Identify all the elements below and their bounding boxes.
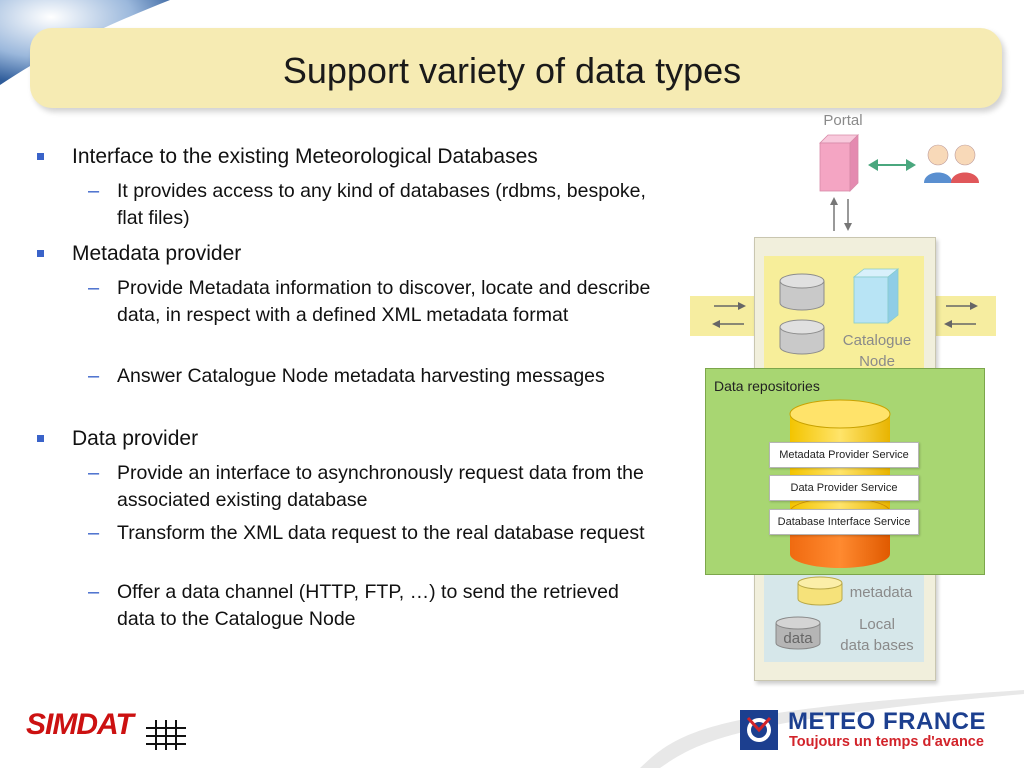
catalogue-database-icon bbox=[779, 273, 825, 355]
right-band bbox=[933, 296, 996, 336]
dash-marker: – bbox=[88, 365, 100, 387]
catalogue-label-line: Catalogue bbox=[842, 332, 912, 349]
grid-logo-icon bbox=[146, 720, 186, 750]
local-databases-label: Local data bases bbox=[832, 614, 922, 656]
sub-bullet-text: Offer a data channel (HTTP, FTP, …) to s… bbox=[117, 581, 619, 630]
databases-label-line: data bases bbox=[840, 637, 914, 654]
corner-decoration bbox=[0, 0, 170, 85]
portal-cube-icon bbox=[819, 134, 859, 192]
metadata-provider-service-box: Metadata Provider Service bbox=[769, 442, 919, 468]
diagram-graphics bbox=[712, 134, 979, 650]
users-icon bbox=[924, 144, 979, 183]
bullet-marker bbox=[37, 250, 44, 257]
portal-user-arrow-icon bbox=[868, 159, 916, 171]
bullet-marker bbox=[37, 435, 44, 442]
sub-bullet-text: It provides access to any kind of databa… bbox=[117, 180, 646, 229]
catalogue-node-label: Catalogue Node bbox=[832, 330, 922, 372]
node-label-line: Node bbox=[859, 353, 895, 370]
title-band bbox=[30, 28, 1002, 108]
data-label: data bbox=[783, 630, 813, 647]
dash-marker: – bbox=[88, 581, 100, 603]
right-exchange-arrows-icon bbox=[944, 302, 978, 328]
dash-marker: – bbox=[88, 277, 100, 299]
sub-bullet-text: Provide Metadata information to discover… bbox=[117, 277, 651, 326]
footer-swoosh bbox=[640, 690, 1024, 768]
meteo-france-tagline: Toujours un temps d'avance bbox=[789, 734, 984, 750]
sub-bullet-text: Transform the XML data request to the re… bbox=[117, 522, 645, 544]
metadata-database-icon bbox=[797, 576, 843, 606]
bullet-marker bbox=[37, 153, 44, 160]
left-band bbox=[690, 296, 756, 336]
meteo-france-emblem-icon bbox=[740, 710, 778, 750]
data-repositories-label: Data repositories bbox=[714, 378, 820, 394]
data-database-icon bbox=[775, 616, 821, 650]
local-label-line: Local bbox=[859, 616, 895, 633]
portal-node-arrows-icon bbox=[830, 197, 852, 231]
meteo-france-name: METEO FRANCE bbox=[788, 708, 986, 735]
dash-marker: – bbox=[88, 462, 100, 484]
slide-title: Support variety of data types bbox=[282, 50, 742, 91]
dash-marker: – bbox=[88, 180, 100, 202]
portal-label: Portal bbox=[823, 112, 863, 129]
sub-bullet-text: Provide an interface to asynchronously r… bbox=[117, 462, 644, 511]
catalogue-cube-icon bbox=[852, 268, 900, 324]
left-exchange-arrows-icon bbox=[712, 302, 746, 328]
bullet-text: Data provider bbox=[72, 427, 199, 450]
bullet-text: Interface to the existing Meteorological… bbox=[72, 145, 538, 168]
simdat-logo: SIMDAT bbox=[26, 708, 134, 741]
data-provider-service-box: Data Provider Service bbox=[769, 475, 919, 501]
metadata-label: metadata bbox=[849, 584, 913, 601]
bullet-text: Metadata provider bbox=[72, 242, 242, 265]
database-interface-service-box: Database Interface Service bbox=[769, 509, 919, 535]
dash-marker: – bbox=[88, 522, 100, 544]
sub-bullet-text: Answer Catalogue Node metadata harvestin… bbox=[117, 365, 605, 387]
